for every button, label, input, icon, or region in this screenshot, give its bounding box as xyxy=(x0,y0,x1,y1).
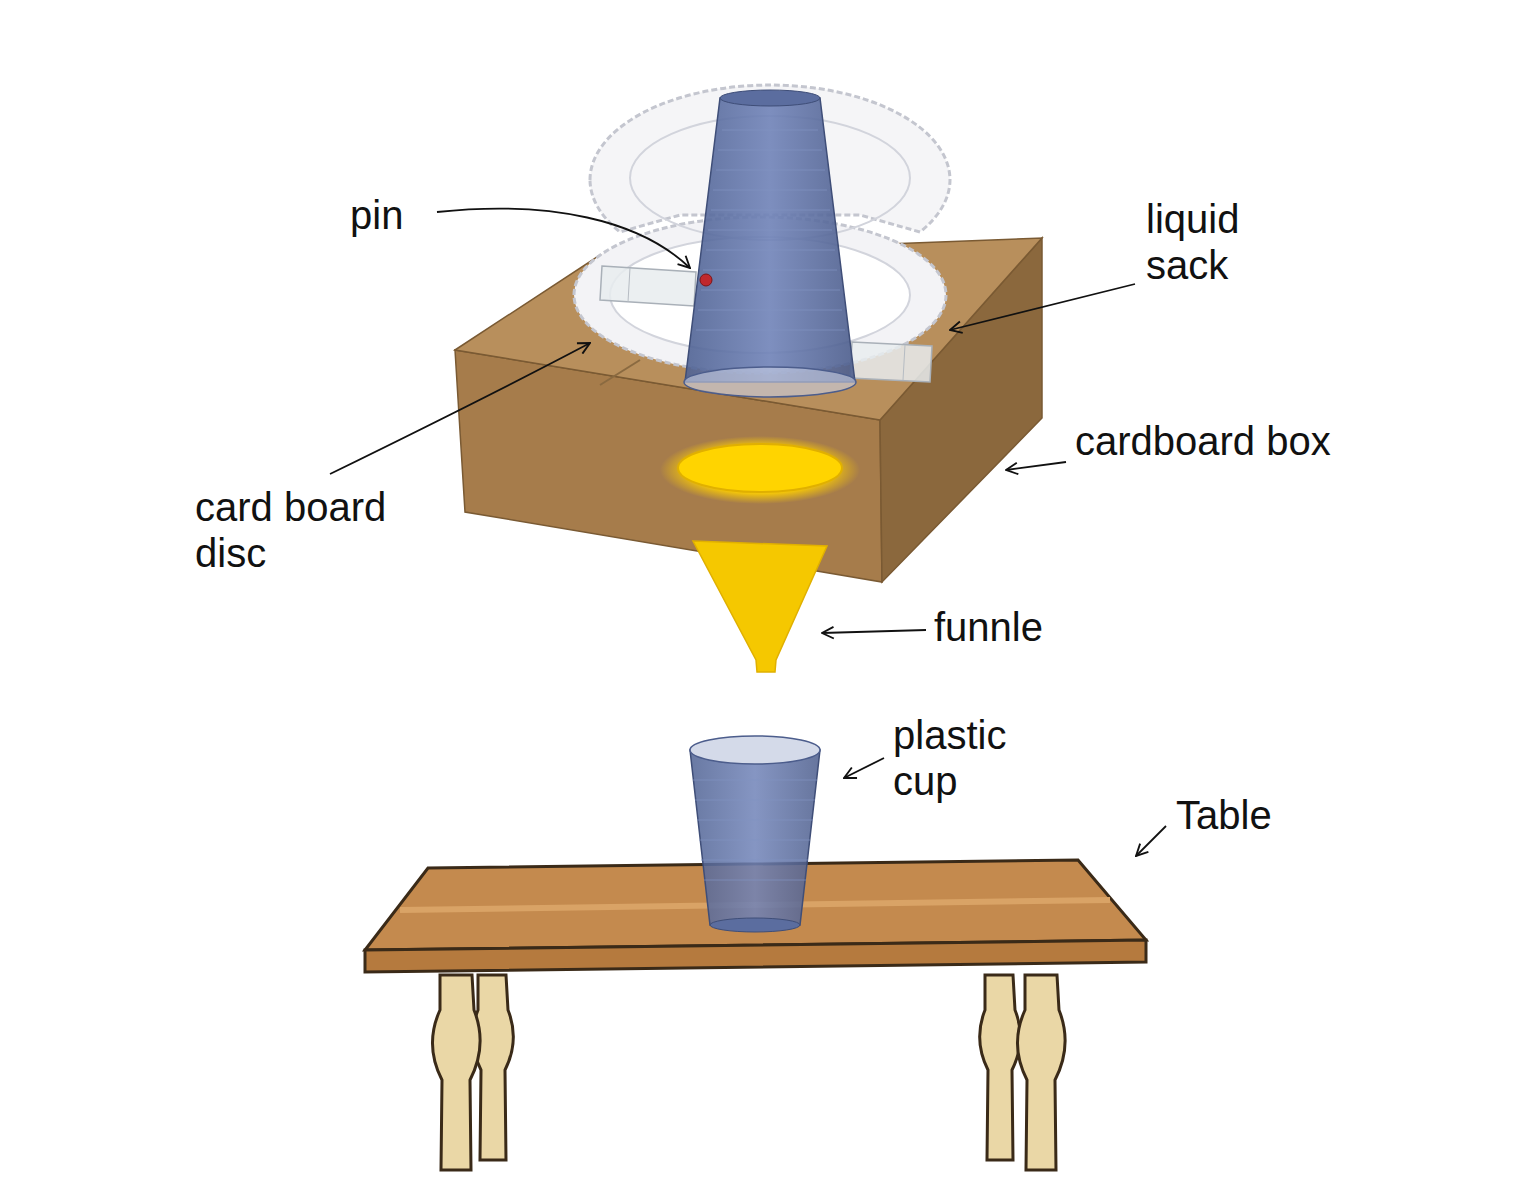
cup-base xyxy=(720,90,820,106)
part-label: pin xyxy=(350,192,470,238)
funnel-glow xyxy=(660,436,860,504)
part-label: cardboard box xyxy=(1075,418,1395,464)
inverted-cup xyxy=(684,90,856,397)
part-label: liquid sack xyxy=(1146,196,1316,288)
cup-base xyxy=(710,918,800,932)
cup-rim xyxy=(690,736,820,764)
plastic-cup xyxy=(690,736,820,932)
leader-line xyxy=(1006,462,1066,470)
part-label: card board disc xyxy=(195,484,425,576)
pin-head xyxy=(700,274,712,286)
leader-lines xyxy=(330,209,1166,856)
table-edge xyxy=(365,940,1146,972)
funnel-mouth xyxy=(678,444,842,492)
sack-seal xyxy=(628,268,630,302)
sack-seal xyxy=(903,345,905,380)
cardboard-box xyxy=(455,238,1042,582)
cup-rim xyxy=(684,367,856,397)
leader-line xyxy=(1136,826,1166,856)
part-label: funnle xyxy=(934,604,1114,650)
leader-line xyxy=(437,209,690,268)
part-label: plastic cup xyxy=(893,712,1053,804)
liquid-sack-right xyxy=(850,342,932,382)
box-flap-line xyxy=(600,360,640,385)
cup-body xyxy=(685,98,855,382)
table-legs xyxy=(432,975,1065,1170)
leader-line xyxy=(950,284,1135,330)
liquid-sack-left xyxy=(600,266,696,306)
funnel-cone xyxy=(693,541,827,672)
leader-line xyxy=(844,758,884,778)
cup-ridges xyxy=(696,130,845,330)
leader-line xyxy=(822,630,926,633)
funnel xyxy=(660,436,860,672)
cup-body xyxy=(690,750,820,925)
part-label: Table xyxy=(1176,792,1326,838)
cup-ridges xyxy=(693,780,817,880)
leader-line xyxy=(330,343,590,474)
